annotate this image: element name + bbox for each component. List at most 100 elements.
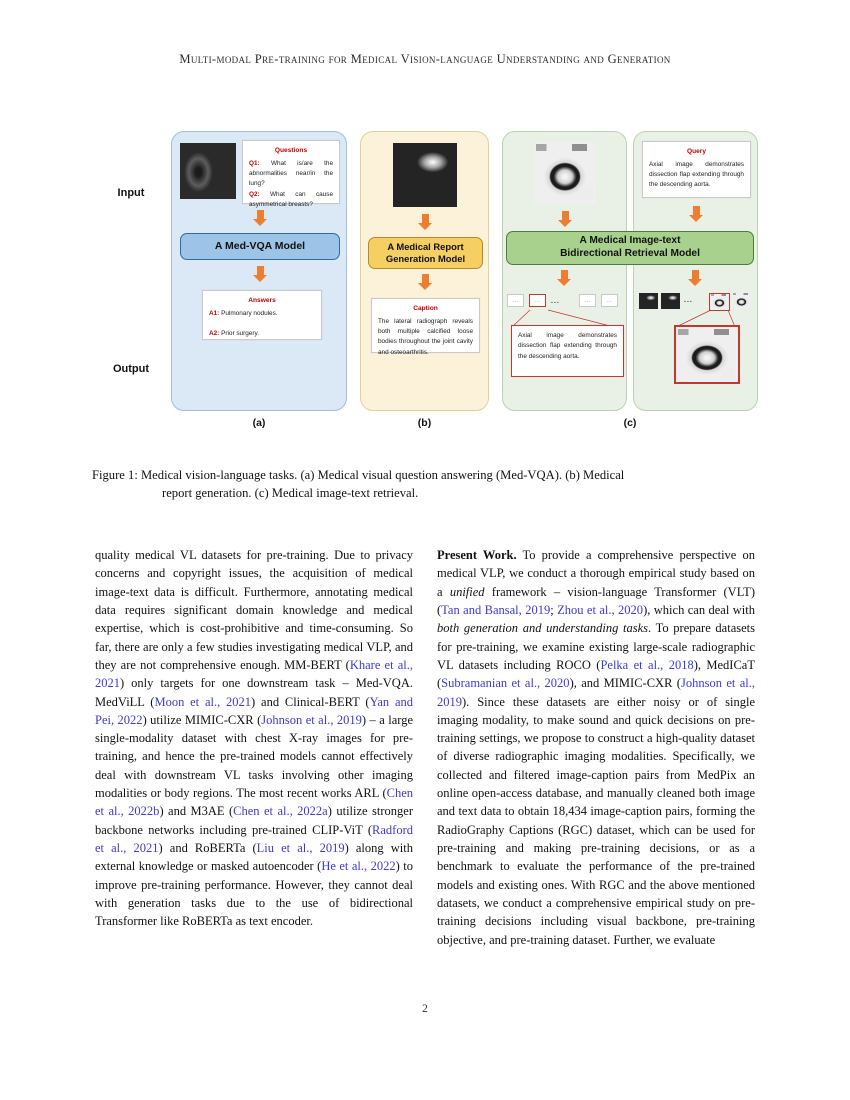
running-header: Multi-modal Pre-training for Medical Vis… bbox=[179, 52, 671, 66]
right-text-part1: To provide a comprehensive perspective o… bbox=[437, 548, 755, 599]
figure-caption-line2: report generation. (c) Medical image-tex… bbox=[162, 485, 419, 500]
citation-pelka-2018[interactable]: Pelka et al., 2018 bbox=[600, 657, 694, 672]
q2-label: Q2: bbox=[249, 190, 260, 198]
right-text-part2: framework – vision-language Transformer … bbox=[437, 584, 755, 617]
questions-title: Questions bbox=[274, 147, 308, 154]
questions-callout: Questions Q1: What is/are the abnormalit… bbox=[242, 140, 340, 208]
citation-radford-2021[interactable]: Radford et al., 2021 bbox=[95, 822, 413, 855]
arrow-down-c-left-2 bbox=[557, 270, 571, 286]
arrow-down-a2 bbox=[253, 266, 267, 282]
row-label-input: Input bbox=[117, 187, 145, 199]
a2-label: A2: bbox=[209, 330, 220, 338]
med-vqa-model-label: A Med-VQA Model bbox=[214, 239, 306, 252]
ct-scan-image bbox=[534, 142, 596, 204]
left-text-part1: quality medical VL datasets for pre-trai… bbox=[95, 548, 413, 672]
caption-callout: Caption The lateral radiograph reveals b… bbox=[371, 298, 480, 356]
left-text-part10: ) to improve pre-training performance. H… bbox=[95, 859, 414, 929]
image-candidate-2[interactable] bbox=[661, 293, 680, 309]
caption-box-title: Caption bbox=[413, 305, 438, 312]
image-candidates-ellipsis: ... bbox=[684, 297, 693, 304]
retrieval-model-label-line1: A Medical Image-text bbox=[579, 235, 681, 247]
figure-caption-label: Figure 1: bbox=[92, 468, 138, 482]
right-text-part3: ), which can deal with bbox=[643, 602, 755, 617]
retrieval-model-box: A Medical Image-text Bidirectional Retri… bbox=[506, 231, 754, 265]
row-label-output: Output bbox=[112, 363, 150, 375]
present-work-heading: Present Work. bbox=[437, 548, 517, 562]
citation-johnson-2019-left[interactable]: Johnson et al., 2019 bbox=[261, 712, 362, 727]
arrow-down-c-left-1 bbox=[558, 211, 572, 227]
left-text-part3: ) and Clinical-BERT ( bbox=[251, 694, 370, 709]
query-title: Query bbox=[686, 148, 707, 155]
left-text-part4: ) utilize MIMIC-CXR ( bbox=[142, 712, 262, 727]
report-model-label-line1: A Medical Report bbox=[387, 241, 464, 253]
right-text-part5: ), MedICaT ( bbox=[437, 657, 755, 691]
right-text-part7: ). Since these datasets are either noisy… bbox=[437, 694, 755, 947]
panel-letter-b: (b) bbox=[417, 417, 432, 429]
text-candidate-1[interactable]: ... bbox=[507, 294, 524, 307]
right-text-part4: . To prepare datasets for pre-training, … bbox=[437, 621, 755, 672]
citation-he-2022[interactable]: He et al., 2022 bbox=[321, 859, 396, 874]
caption-box-text: The lateral radiograph reveals both mult… bbox=[378, 317, 473, 356]
citation-yan-pei-2022[interactable]: Yan and Pei, 2022 bbox=[95, 694, 413, 727]
citation-liu-2019[interactable]: Liu et al., 2019 bbox=[256, 841, 345, 855]
arrow-down-c-right-1 bbox=[689, 206, 703, 222]
citation-chen-2022b[interactable]: Chen et al., 2022b bbox=[95, 786, 413, 819]
arrow-down-a1 bbox=[253, 210, 267, 226]
report-model-label-line2: Generation Model bbox=[385, 253, 466, 264]
q1-label: Q1: bbox=[249, 159, 260, 167]
retrieved-image-expanded bbox=[674, 325, 740, 384]
panel-a-medvqa: Questions Q1: What is/are the abnormalit… bbox=[171, 131, 347, 411]
answers-callout: Answers A1: Pulmonary nodules. A2: Prior… bbox=[202, 290, 322, 340]
a1-label: A1: bbox=[209, 309, 220, 317]
answers-title: Answers bbox=[248, 297, 276, 304]
text-candidates-ellipsis: ... bbox=[551, 298, 560, 305]
arrow-down-c-right-2 bbox=[688, 270, 702, 286]
left-text-part6: ) and M3AE ( bbox=[159, 804, 234, 819]
panel-letter-a: (a) bbox=[252, 417, 266, 429]
image-candidate-1[interactable] bbox=[639, 293, 658, 309]
left-text-part7: ) utilize stronger backbone networks inc… bbox=[95, 804, 413, 837]
citation-zhou-2020[interactable]: Zhou et al., 2020 bbox=[557, 602, 644, 617]
leader-lines-image bbox=[675, 309, 736, 328]
report-generation-model-box: A Medical Report Generation Model bbox=[368, 237, 483, 269]
leader-lines-text bbox=[511, 309, 615, 328]
a1-text: Pulmonary nodules. bbox=[221, 309, 278, 317]
left-text-part2: ) only targets for one downstream task –… bbox=[95, 676, 413, 709]
figure-1: Input Output Questions Q1: What is/are t… bbox=[92, 131, 758, 436]
emphasis-both-generation: both generation and understanding tasks bbox=[437, 621, 649, 636]
citation-johnson-2019-right[interactable]: Johnson et al., 2019 bbox=[437, 676, 755, 709]
left-text-part9: ) along with external knowledge or maske… bbox=[95, 841, 413, 874]
citation-tan-bansal-2019[interactable]: Tan and Bansal, 2019 bbox=[441, 602, 551, 617]
panel-b-report-generation: A Medical Report Generation Model Captio… bbox=[360, 131, 489, 411]
query-callout: Query Axial image demonstrates dissectio… bbox=[642, 141, 751, 198]
citation-moon-2021[interactable]: Moon et al., 2021 bbox=[154, 694, 252, 709]
citation-chen-2022a[interactable]: Chen et al., 2022a bbox=[233, 804, 328, 819]
emphasis-unified: unified bbox=[449, 584, 485, 599]
q2-text: What can cause asymmetrical breasts? bbox=[249, 190, 333, 209]
arrow-down-b2 bbox=[418, 274, 432, 290]
med-vqa-model-box: A Med-VQA Model bbox=[180, 233, 340, 260]
text-candidate-3[interactable]: ... bbox=[579, 294, 596, 307]
figure-caption-line1: Medical vision-language tasks. (a) Medic… bbox=[140, 468, 625, 482]
q1-text: What is/are the abnormalities near/in th… bbox=[249, 159, 333, 188]
ct-badge-icon-expanded bbox=[721, 366, 735, 379]
citation-khare-2021[interactable]: Khare et al., 2021 bbox=[95, 657, 413, 691]
right-text-part6: ), and MIMIC-CXR ( bbox=[569, 676, 681, 691]
panel-letter-c: (c) bbox=[623, 417, 637, 429]
query-text: Axial image demonstrates dissection flap… bbox=[649, 160, 744, 189]
text-candidate-selected[interactable]: ... bbox=[529, 294, 546, 307]
retrieval-model-label-line2: Bidirectional Retrieval Model bbox=[560, 248, 700, 259]
image-candidate-selected[interactable] bbox=[709, 293, 730, 311]
retrieved-text: Axial image demonstrates dissection flap… bbox=[518, 332, 617, 360]
page-number: 2 bbox=[422, 1003, 428, 1015]
a2-text: Prior surgery. bbox=[221, 330, 259, 338]
text-candidate-4[interactable]: ... bbox=[601, 294, 618, 307]
retrieved-text-callout: Axial image demonstrates dissection flap… bbox=[511, 325, 624, 377]
image-candidate-4[interactable] bbox=[732, 293, 751, 309]
right-text-semicolon: ; bbox=[550, 602, 558, 617]
citation-subramanian-2020[interactable]: Subramanian et al., 2020 bbox=[441, 676, 570, 691]
arrow-down-b1 bbox=[418, 214, 432, 230]
chest-xray-image bbox=[180, 143, 236, 199]
body-column-right: Present Work. To provide a comprehensive… bbox=[437, 546, 755, 949]
